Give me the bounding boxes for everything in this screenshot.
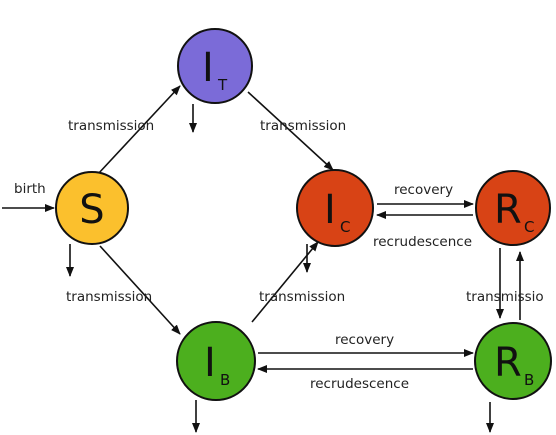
node-it-label: I [202, 45, 214, 91]
node-it-subscript: T [217, 76, 228, 94]
node-s: S [55, 171, 129, 245]
s-to-it-arrow [97, 85, 181, 175]
rb-to-rc-label: transmissio [466, 289, 544, 305]
node-ib-label: I [204, 340, 216, 386]
node-ic-label: I [324, 187, 336, 233]
ic-to-rc-label: recovery [394, 182, 453, 198]
it-to-ic-arrow [247, 91, 334, 171]
node-ib: I B [176, 321, 256, 401]
s-to-it-label: transmission [68, 118, 154, 134]
node-ic-circle [296, 169, 374, 247]
node-rc-label: R [494, 187, 522, 233]
ib-to-rb-label: recovery [335, 332, 394, 348]
node-it-circle [177, 28, 253, 104]
node-rb-circle [474, 322, 552, 400]
node-s-label: S [79, 187, 104, 233]
node-rc-circle [475, 170, 551, 246]
node-rb: R B [474, 322, 552, 400]
node-ib-circle [176, 321, 256, 401]
s-to-ib-arrow [99, 245, 181, 335]
ib-to-ic-label: transmission [259, 289, 345, 305]
ib-to-ic-arrow [251, 241, 319, 323]
rc-to-ic-label: recrudescence [373, 234, 472, 250]
node-rb-label: R [494, 340, 522, 386]
rb-to-ib-label: recrudescence [310, 376, 409, 392]
s-to-ib-label: transmission [66, 289, 152, 305]
it-to-ic-label: transmission [260, 118, 346, 134]
node-ic: I C [296, 169, 374, 247]
node-ib-subscript: B [220, 371, 230, 389]
birth-label: birth [14, 181, 46, 197]
node-s-circle [55, 171, 129, 245]
node-rc: R C [475, 170, 551, 246]
node-ic-subscript: C [340, 218, 350, 236]
node-rb-subscript: B [524, 371, 534, 389]
node-rc-subscript: C [524, 218, 534, 236]
node-it: I T [177, 28, 253, 104]
